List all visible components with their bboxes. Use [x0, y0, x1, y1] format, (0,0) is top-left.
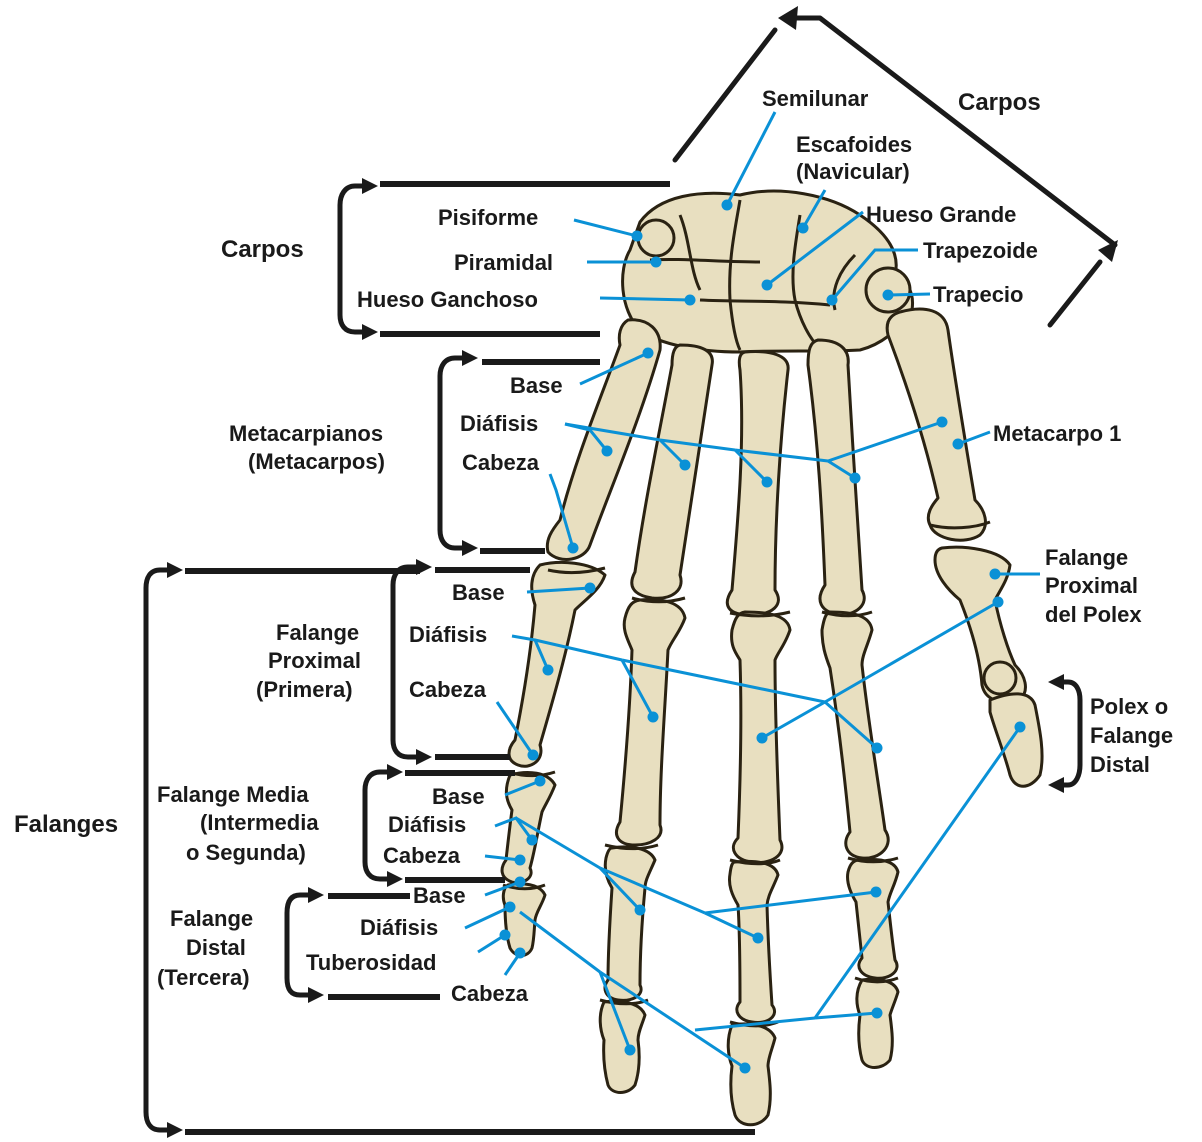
label-carpos-top: Carpos	[958, 89, 1041, 116]
label-falange-polex-1: Falange	[1045, 545, 1128, 570]
sesamoid-shape	[984, 662, 1016, 694]
label-falange-media-2: (Intermedia	[200, 810, 319, 835]
label-navicular: (Navicular)	[796, 159, 910, 184]
proximal-phalanx-4	[616, 600, 685, 845]
falange-distal-bracket	[287, 895, 310, 995]
label-falange-proximal-1: Falange	[276, 620, 359, 645]
label-metacarpos: (Metacarpos)	[248, 449, 385, 474]
label-meta-diafisis: Diáfisis	[460, 411, 538, 436]
label-prox-diafisis: Diáfisis	[409, 622, 487, 647]
label-falange-media-1: Falange Media	[157, 782, 309, 807]
middle-phalanx-3	[729, 861, 778, 1022]
label-distal-diafisis: Diáfisis	[360, 915, 438, 940]
label-carpos-left: Carpos	[221, 236, 304, 263]
label-falanges: Falanges	[14, 811, 118, 838]
distal-phalanx-2	[857, 979, 898, 1067]
falanges-bracket	[146, 570, 168, 1130]
label-distal-cabeza: Cabeza	[451, 981, 529, 1006]
label-metacarpo-1: Metacarpo 1	[993, 421, 1121, 446]
falange-proximal-bracket	[393, 567, 418, 757]
label-media-diafisis: Diáfisis	[388, 812, 466, 837]
label-pisiforme: Pisiforme	[438, 205, 538, 230]
label-falange-proximal-2: Proximal	[268, 648, 361, 673]
label-hueso-ganchoso: Hueso Ganchoso	[357, 287, 538, 312]
label-polex-2: Falange	[1090, 723, 1173, 748]
proximal-phalanx-2	[822, 612, 888, 858]
distal-phalanx-3	[728, 1024, 775, 1125]
label-trapezoide: Trapezoide	[923, 238, 1038, 263]
distal-phalanx-1	[990, 694, 1042, 786]
label-polex-1: Polex o	[1090, 694, 1168, 719]
distal-phalanx-5	[503, 884, 545, 956]
label-prox-base: Base	[452, 580, 505, 605]
label-falange-polex-2: Proximal	[1045, 573, 1138, 598]
label-trapecio: Trapecio	[933, 282, 1023, 307]
label-falange-proximal-3: (Primera)	[256, 677, 353, 702]
pisiform-shape	[638, 220, 674, 256]
label-falange-distal-3: (Tercera)	[157, 965, 250, 990]
label-piramidal: Piramidal	[454, 250, 553, 275]
label-falange-distal-1: Falange	[170, 906, 253, 931]
label-polex-3: Distal	[1090, 752, 1150, 777]
distal-phalanx-4	[600, 1001, 645, 1092]
middle-phalanx-4	[605, 847, 655, 1000]
middle-phalanx-5	[502, 772, 555, 882]
label-media-base: Base	[432, 784, 485, 809]
polex-bracket	[1062, 682, 1080, 785]
label-metacarpianos: Metacarpianos	[229, 421, 383, 446]
label-escafoides: Escafoides	[796, 132, 912, 157]
label-falange-polex-3: del Polex	[1045, 602, 1142, 627]
label-media-cabeza: Cabeza	[383, 843, 461, 868]
label-semilunar: Semilunar	[762, 86, 869, 111]
label-falange-distal-2: Distal	[186, 935, 246, 960]
metacarpal-3	[727, 352, 788, 615]
label-distal-base: Base	[413, 883, 466, 908]
label-hueso-grande: Hueso Grande	[866, 202, 1016, 227]
label-distal-tuberosidad: Tuberosidad	[306, 950, 436, 975]
label-falange-media-3: o Segunda)	[186, 840, 306, 865]
label-meta-base: Base	[510, 373, 563, 398]
label-prox-cabeza: Cabeza	[409, 677, 487, 702]
label-meta-cabeza: Cabeza	[462, 450, 540, 475]
